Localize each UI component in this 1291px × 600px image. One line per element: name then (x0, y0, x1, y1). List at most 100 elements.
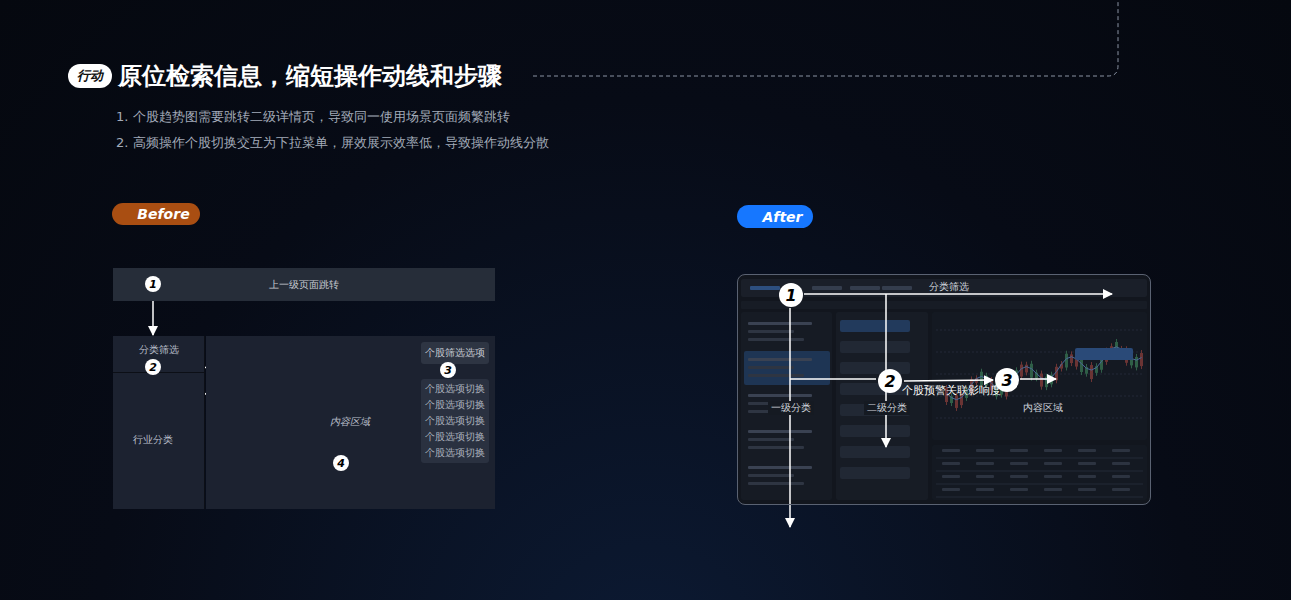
ui-block (1112, 488, 1130, 491)
ui-block (882, 286, 912, 290)
node-text: 二级分类 (864, 401, 910, 415)
tag-pill: 行动 (68, 64, 112, 88)
ui-block (1112, 475, 1130, 478)
callout-text: 3 (444, 364, 452, 377)
ui-block (748, 482, 804, 485)
ui-block (741, 312, 832, 500)
node-text: After (762, 209, 802, 225)
ui-block (840, 425, 910, 437)
candle-wick (1056, 364, 1057, 383)
flow-arrow (1020, 378, 1056, 380)
ui-block (1010, 488, 1028, 491)
flow-arrow (804, 293, 1112, 295)
ui-block (840, 341, 910, 353)
ui-block (836, 312, 928, 500)
callout-number: 1 (145, 276, 161, 292)
candle-wick (1086, 364, 1087, 377)
ui-block (1080, 359, 1083, 372)
ui-block (1078, 488, 1096, 491)
screenshot-ground (737, 274, 1151, 505)
ui-block (748, 338, 804, 341)
table-rule (936, 497, 1143, 498)
grid-line (936, 418, 1143, 419)
ui-block (840, 362, 910, 374)
candle-wick (1046, 374, 1047, 390)
flow-arrow (904, 379, 993, 381)
candle-wick (1061, 361, 1062, 372)
bullet-note: 1. 个股趋势图需要跳转二级详情页，导致同一使用场景页面频繁跳转 (116, 108, 510, 126)
candle-wick (1096, 363, 1097, 376)
candle-wick (1091, 362, 1092, 382)
ui-block (976, 475, 994, 478)
node-text: 内容区域 (330, 415, 370, 429)
ui-block (1065, 354, 1068, 368)
callout-text: 1 (785, 286, 796, 305)
ui-block (744, 351, 830, 385)
ui-block (1010, 449, 1028, 452)
ui-block (1044, 449, 1062, 452)
callout-text: 3 (1001, 371, 1012, 390)
ui-block (1030, 364, 1033, 378)
node-text: 上一级页面跳转 (269, 278, 339, 292)
nav-bar: 上一级页面跳转 1 (113, 268, 495, 301)
ui-block (812, 286, 842, 290)
ui-block (748, 374, 804, 377)
ui-block (748, 446, 804, 449)
flow-line (790, 378, 876, 380)
ui-block (1112, 462, 1130, 465)
ui-block (1090, 365, 1093, 379)
category-column: 分类筛选行业分类2 (113, 336, 205, 509)
candle-wick (1071, 351, 1072, 366)
callout-text: 1 (149, 278, 157, 291)
ui-block (1044, 488, 1062, 491)
flow-lines (153, 294, 1112, 527)
ui-block (748, 394, 812, 397)
node-text: 个股选项切换 (425, 382, 485, 396)
ui-block (976, 488, 994, 491)
ui-block (748, 466, 812, 469)
candle-wick (1031, 361, 1032, 381)
flow-label: 个股预警关联影响度 (902, 383, 1001, 398)
node-text: 个股筛选选项 (425, 346, 485, 360)
callout-text: 4 (337, 457, 345, 470)
candle-wick (1136, 354, 1137, 370)
ui-block (1070, 354, 1073, 363)
node-text: 行动 (77, 67, 103, 85)
grid-line (936, 374, 1143, 375)
ui-block (955, 395, 958, 408)
ui-block (932, 312, 1147, 440)
ui-block (850, 286, 880, 290)
table-rule (936, 471, 1143, 472)
ui-block (748, 438, 794, 441)
ui-block (741, 301, 1147, 309)
ui-block (748, 430, 812, 433)
ui-block (1044, 475, 1062, 478)
node-text: 行业分类 (130, 433, 176, 447)
ui-block (942, 462, 960, 465)
candle-wick (1066, 351, 1067, 371)
candle-wick (1141, 350, 1142, 369)
ui-block (1112, 449, 1130, 452)
ui-block (1025, 365, 1028, 373)
ui-block (840, 467, 910, 479)
content-area: 内容区域个股筛选选项3个股选项切换个股选项切换个股选项切换个股选项切换个股选项切… (206, 336, 495, 509)
ui-block (748, 358, 812, 361)
before-pill: Before (112, 203, 200, 225)
slide-title: 原位检索信息，缩短操作动线和步骤 (118, 60, 502, 92)
ui-block (750, 286, 780, 290)
callout-number: 3 (440, 362, 456, 378)
ui-block (1010, 462, 1028, 465)
candle-wick (1021, 362, 1022, 380)
node-text: 内容区域 (1023, 401, 1063, 415)
bullet-note: 2. 高频操作个股切换交互为下拉菜单，屏效展示效率低，导致操作动线分散 (116, 134, 549, 152)
node-text: 个股选项切换 (425, 414, 485, 428)
node-text: 个股选项切换 (425, 430, 485, 444)
node-text: 一级分类 (768, 401, 814, 415)
ui-block (976, 462, 994, 465)
ui-block (1044, 462, 1062, 465)
ui-block (1078, 449, 1096, 452)
dropdown-trigger: 个股筛选选项 (421, 342, 489, 364)
ui-block (942, 475, 960, 478)
callout-number: 4 (333, 455, 349, 471)
ui-block (748, 322, 812, 325)
